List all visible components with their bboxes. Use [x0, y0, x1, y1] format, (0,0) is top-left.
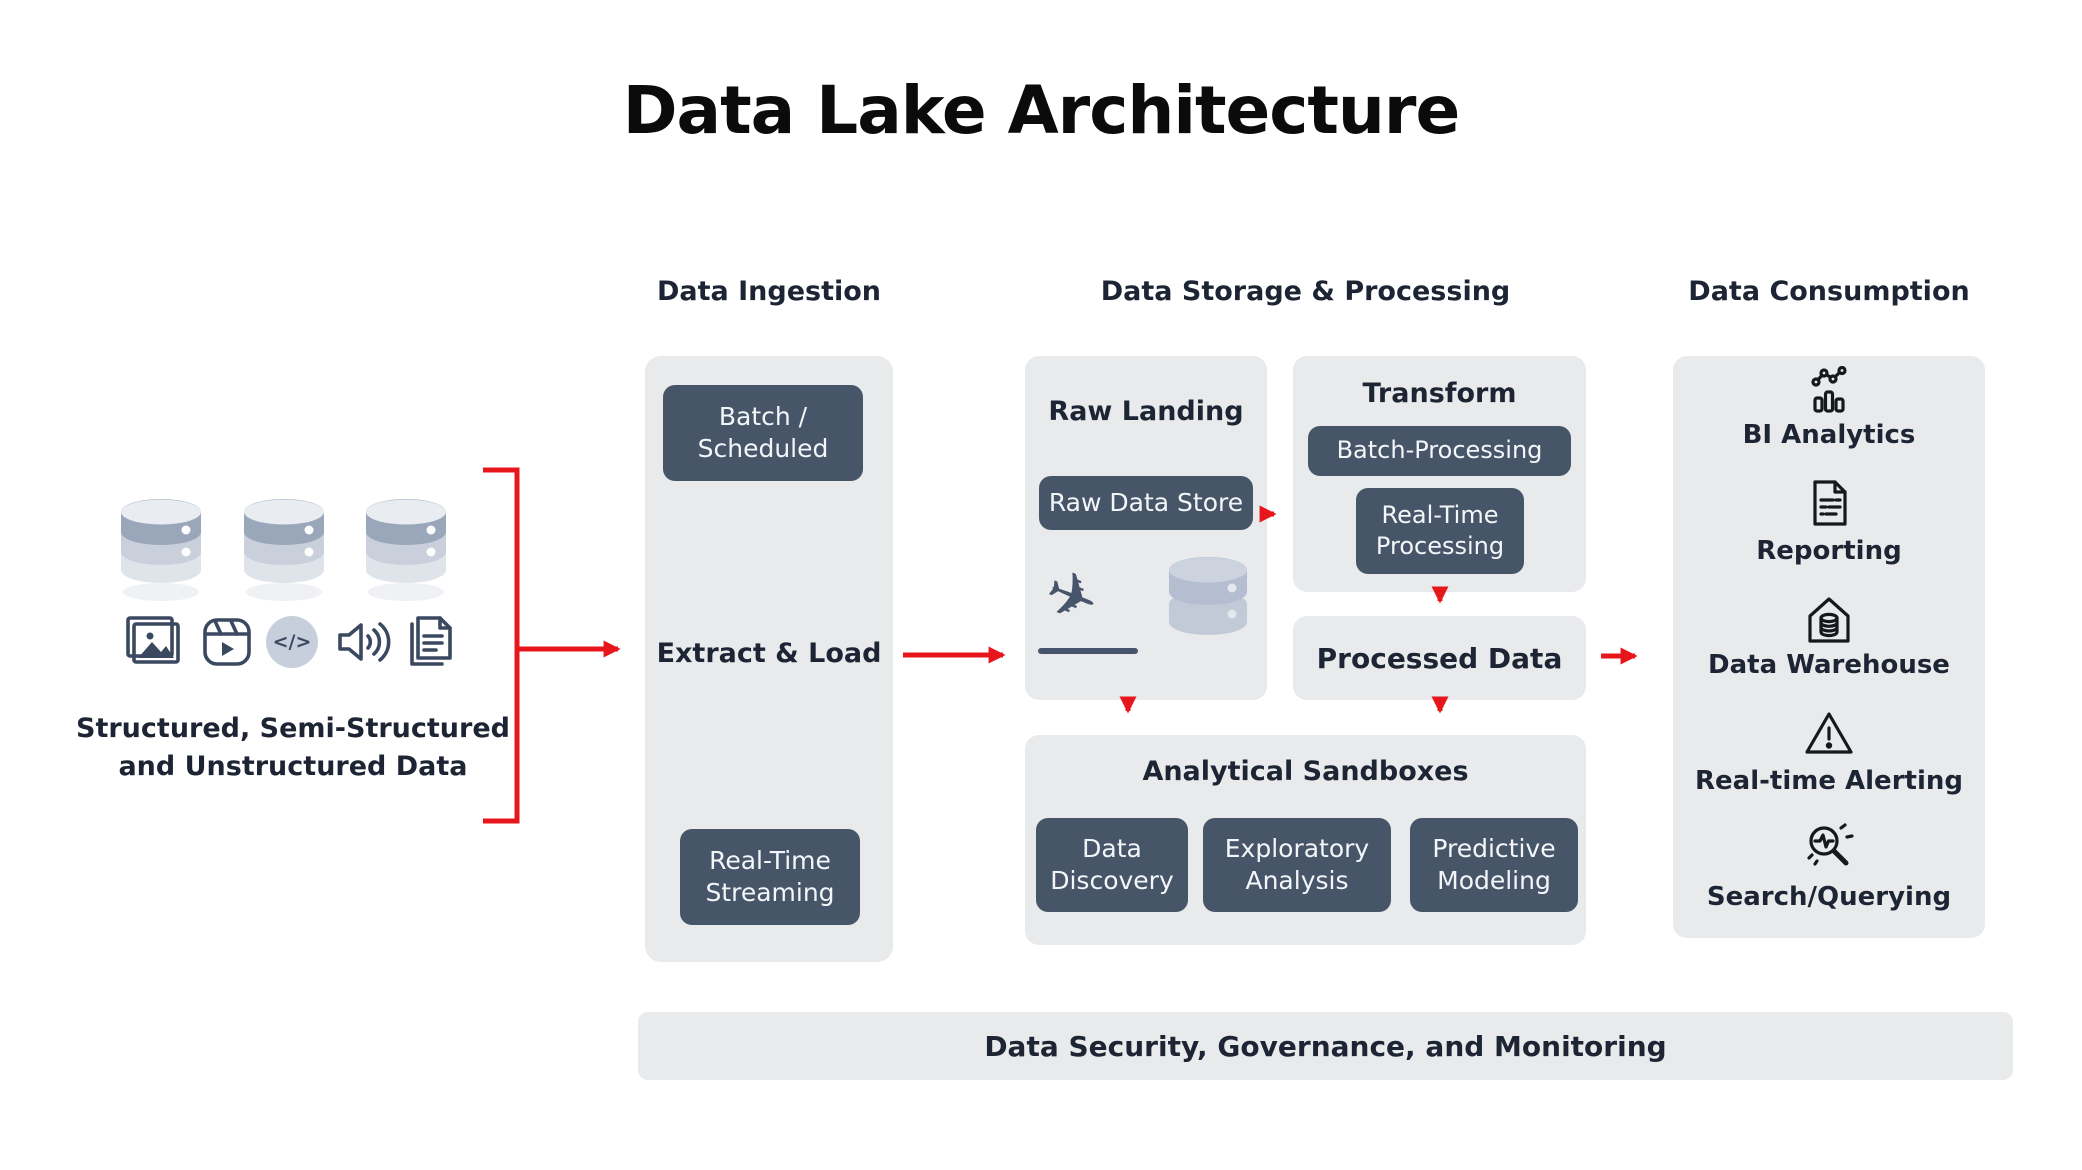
transform-title: Transform	[1362, 378, 1517, 409]
processed-data-panel: Processed Data	[1293, 616, 1586, 700]
plane-ground-line	[1038, 648, 1138, 654]
real-time-alerting-label: Real-time Alerting	[1695, 766, 1963, 796]
code-glyph: </>	[272, 631, 312, 653]
header-data-ingestion: Data Ingestion	[656, 276, 882, 307]
page-title: Data Lake Architecture	[622, 72, 1460, 149]
video-icon	[203, 618, 251, 666]
images-icon	[126, 616, 180, 664]
database-icon	[121, 499, 201, 601]
database-icon	[366, 499, 446, 601]
processed-data-label: Processed Data	[1316, 641, 1563, 675]
header-data-storage-processing: Data Storage & Processing	[1100, 276, 1511, 307]
realtime-processing-pill: Real-Time Processing	[1356, 488, 1524, 574]
raw-landing-title: Raw Landing	[1048, 396, 1244, 427]
batch-scheduled-pill: Batch / Scheduled	[663, 385, 863, 481]
predictive-modeling-pill: Predictive Modeling	[1410, 818, 1578, 912]
security-governance-label: Data Security, Governance, and Monitorin…	[984, 1029, 1667, 1063]
data-warehouse-icon	[1673, 594, 1985, 646]
database-icon	[244, 499, 324, 601]
sources-caption: Structured, Semi-Structured and Unstruct…	[76, 713, 510, 782]
realtime-streaming-pill: Real-Time Streaming	[680, 829, 860, 925]
analytical-sandboxes-title: Analytical Sandboxes	[1142, 756, 1469, 787]
security-governance-bar: Data Security, Governance, and Monitorin…	[638, 1012, 2013, 1080]
audio-icon	[338, 622, 391, 662]
bi-analytics-label: BI Analytics	[1742, 420, 1916, 450]
search-querying-icon	[1673, 820, 1985, 874]
search-querying-label: Search/Querying	[1706, 882, 1952, 912]
batch-processing-pill: Batch-Processing	[1308, 426, 1571, 476]
document-icon	[410, 616, 452, 666]
alert-triangle-icon	[1673, 710, 1985, 756]
reporting-label: Reporting	[1756, 536, 1902, 566]
data-discovery-pill: Data Discovery	[1036, 818, 1188, 912]
data-warehouse-label: Data Warehouse	[1708, 650, 1950, 680]
header-data-consumption: Data Consumption	[1688, 276, 1970, 307]
extract-load-label: Extract & Load	[656, 638, 882, 669]
reporting-icon	[1673, 478, 1985, 528]
exploratory-analysis-pill: Exploratory Analysis	[1203, 818, 1391, 912]
database-icon	[1169, 557, 1247, 635]
raw-data-store-pill: Raw Data Store	[1039, 476, 1253, 530]
code-icon: </>	[266, 616, 318, 668]
bi-analytics-icon	[1673, 366, 1985, 414]
